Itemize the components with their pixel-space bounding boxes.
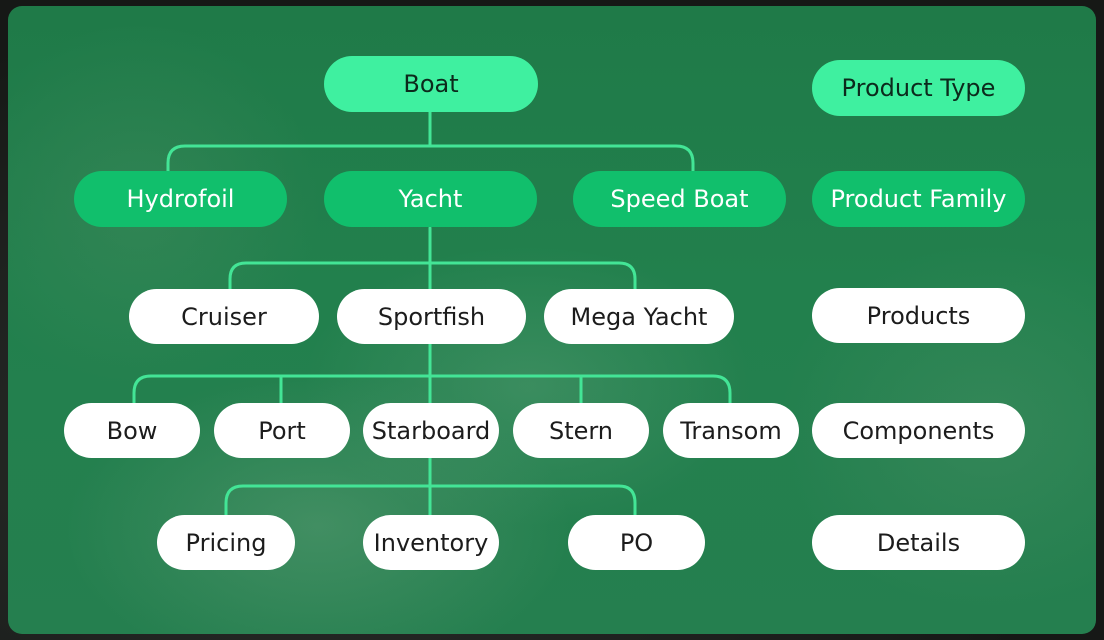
node-po: PO [568, 515, 705, 570]
connector-families-bar [166, 144, 695, 180]
connector-details-bar [224, 484, 637, 517]
node-pricing: Pricing [157, 515, 295, 570]
node-inventory: Inventory [363, 515, 499, 570]
node-sportfish: Sportfish [337, 289, 526, 344]
connector-products-bar [228, 261, 637, 291]
node-stern: Stern [513, 403, 649, 458]
diagram-panel: Boat Hydrofoil Yacht Speed Boat Cruiser … [8, 6, 1096, 634]
node-transom: Transom [663, 403, 799, 458]
node-mega-yacht: Mega Yacht [544, 289, 734, 344]
node-starboard: Starboard [363, 403, 499, 458]
node-port: Port [214, 403, 350, 458]
node-speed-boat: Speed Boat [573, 171, 786, 227]
connector-components-bar [132, 374, 732, 405]
level-label-product-type: Product Type [812, 60, 1025, 116]
node-cruiser: Cruiser [129, 289, 319, 344]
node-yacht: Yacht [324, 171, 537, 227]
level-label-product-family: Product Family [812, 171, 1025, 227]
node-hydrofoil: Hydrofoil [74, 171, 287, 227]
connector-lines [132, 110, 732, 517]
level-label-products: Products [812, 288, 1025, 343]
level-label-details: Details [812, 515, 1025, 570]
level-label-components: Components [812, 403, 1025, 458]
node-bow: Bow [64, 403, 200, 458]
node-boat: Boat [324, 56, 538, 112]
